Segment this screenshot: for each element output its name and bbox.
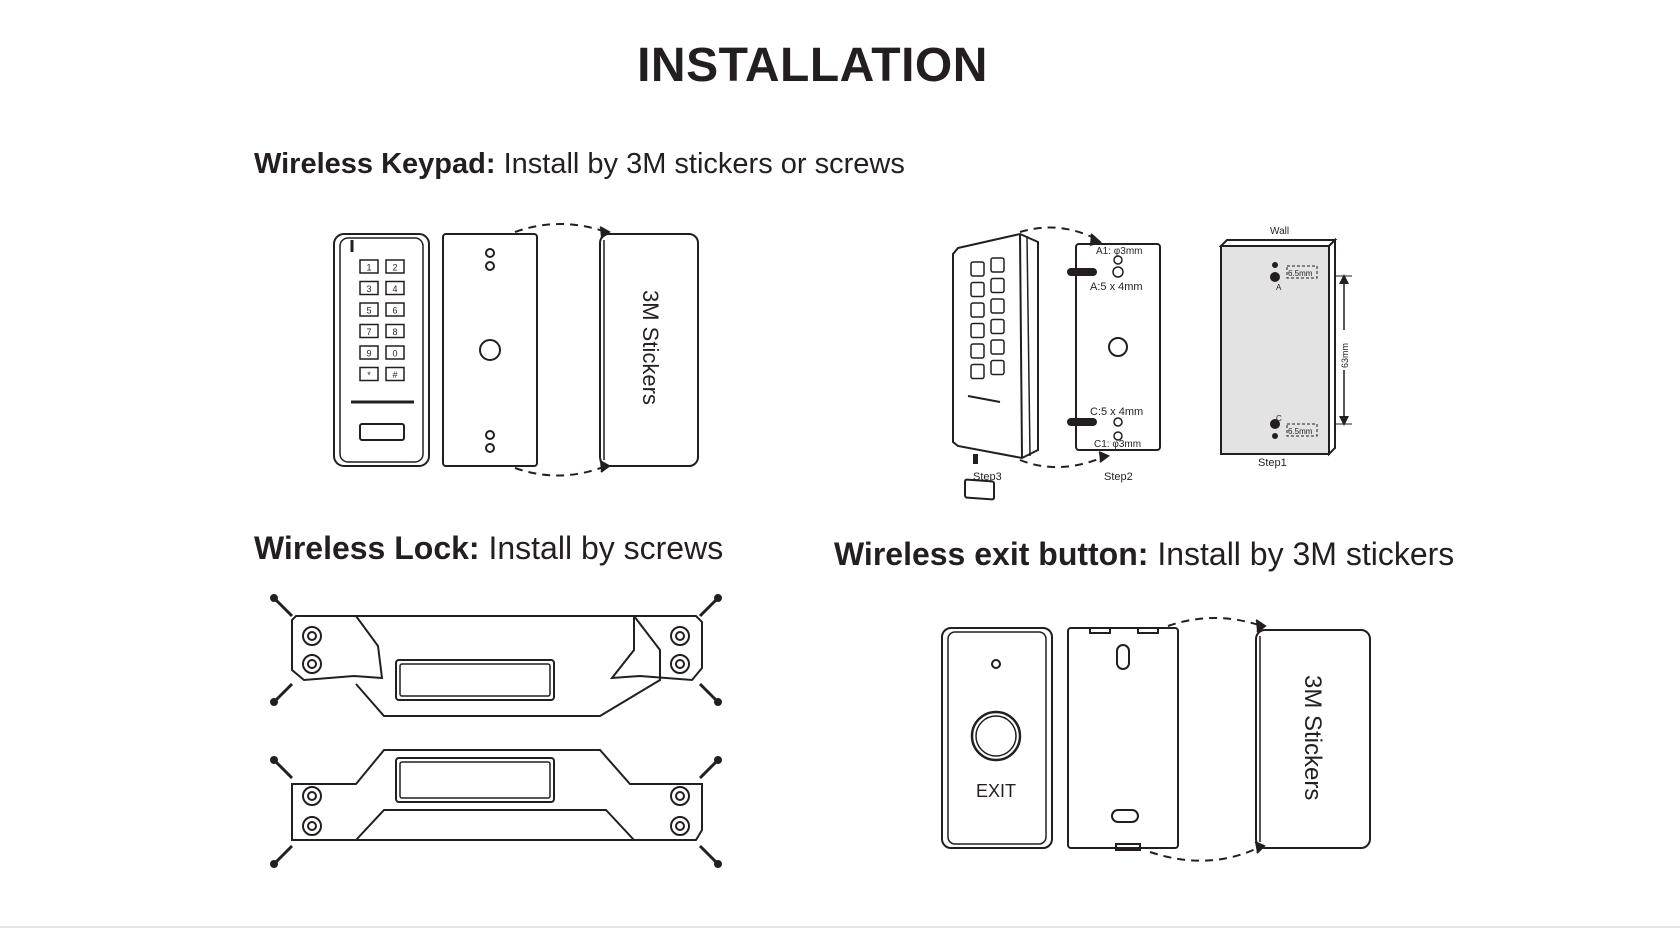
keypad-key-label: 9: [366, 349, 371, 359]
wall-plate: Wall 6.5mm 6.5mm A C 63mm Step1: [1218, 226, 1352, 469]
dim-63-label: 63mm: [1340, 343, 1350, 368]
angled-key-grid: [970, 257, 1005, 380]
exit-label: EXIT: [976, 781, 1016, 801]
exit-sticker-label: 3M Stickers: [1299, 675, 1326, 800]
wall-label: Wall: [1270, 226, 1289, 237]
angled-keypad-key: [990, 359, 1005, 376]
page-title: INSTALLATION: [637, 39, 988, 92]
keypad-key: [385, 280, 405, 296]
angled-keypad-key: [970, 322, 985, 339]
angled-keypad-key: [990, 339, 1005, 355]
angled-keypad-key: [970, 302, 985, 318]
keypad-heading-name: Wireless Keypad:: [254, 148, 496, 180]
keypad-key: [359, 259, 379, 274]
keypad-key-label: 3: [366, 284, 371, 294]
lock-bottom-illustration: [270, 749, 722, 868]
bottom-rule: [0, 926, 1680, 928]
keypad-key-label: *: [367, 370, 371, 380]
exit-heading-name: Wireless exit button:: [834, 536, 1149, 572]
step3-label: Step3: [973, 471, 1002, 483]
keypad-back-plate: [442, 233, 538, 467]
exit-heading-method: Install by 3M stickers: [1148, 536, 1455, 572]
angled-keypad-key: [970, 281, 985, 298]
keypad-key-label: 4: [392, 284, 397, 294]
keypad-sticker-arrow: [514, 223, 611, 477]
c1-label: C1: φ3mm: [1094, 439, 1141, 450]
screw-arrow: [1019, 226, 1110, 469]
keypad-key: [385, 323, 405, 339]
angled-keypad-key: [990, 298, 1005, 314]
keypad-heading-method: Install by 3M stickers or screws: [495, 148, 905, 180]
keypad-key-label: #: [392, 370, 397, 380]
c-label: C:5 x 4mm: [1090, 406, 1143, 418]
keypad-key: [385, 302, 405, 317]
a1-label: A1: φ3mm: [1096, 246, 1143, 257]
step1-label: Step1: [1258, 457, 1287, 469]
keypad-key: [359, 323, 379, 339]
keypad-key: [385, 259, 405, 274]
dim-top-label: 6.5mm: [1288, 269, 1313, 278]
keypad-key-label: 8: [392, 327, 397, 337]
keypad-key-grid: 1 2 3 4 5 6 7 8 9 0 * #: [359, 259, 405, 382]
lock-top-illustration: [270, 594, 722, 717]
angled-keypad-key: [990, 277, 1005, 294]
keypad-front-illustration: 1 2 3 4 5 6 7 8 9 0 * #: [333, 233, 430, 467]
keypad-key: [385, 366, 405, 382]
keypad-key-label: 5: [366, 306, 371, 316]
keypad-key: [385, 345, 405, 360]
keypad-key: [359, 280, 379, 296]
angled-keypad-key: [990, 318, 1005, 335]
angled-keypad-key: [970, 363, 985, 380]
angled-keypad-key: [990, 257, 1005, 273]
lock-heading-name: Wireless Lock:: [254, 530, 480, 566]
keypad-key-label: 2: [392, 263, 397, 273]
keypad-angled-illustration: Step3: [952, 232, 1039, 501]
lock-heading-method: Install by screws: [479, 530, 724, 566]
lock-heading: Wireless Lock: Install by screws: [254, 530, 723, 567]
keypad-key-label: 7: [366, 327, 371, 337]
keypad-key-label: 1: [366, 263, 371, 273]
dim-bottom-label: 6.5mm: [1288, 427, 1313, 436]
exit-button-front: EXIT: [941, 627, 1053, 849]
keypad-key: [359, 302, 379, 317]
keypad-key: [359, 345, 379, 360]
keypad-heading: Wireless Keypad: Install by 3M stickers …: [254, 148, 905, 181]
exit-sticker-pad: 3M Stickers: [1255, 629, 1371, 849]
keypad-key: [359, 366, 379, 382]
exit-heading: Wireless exit button: Install by 3M stic…: [834, 536, 1454, 573]
keypad-sticker-label: 3M Stickers: [638, 290, 663, 405]
exit-button-back-plate: [1067, 627, 1179, 851]
a-label: A:5 x 4mm: [1090, 281, 1143, 293]
point-a-label: A: [1276, 283, 1282, 292]
keypad-key-label: 6: [392, 306, 397, 316]
mount-plate: A1: φ3mm A:5 x 4mm C:5 x 4mm C1: φ3mm St…: [1067, 243, 1161, 483]
point-c-label: C: [1276, 414, 1282, 423]
step2-label: Step2: [1104, 471, 1133, 483]
angled-keypad-key: [970, 343, 985, 359]
angled-keypad-key: [970, 261, 985, 277]
keypad-key-label: 0: [392, 349, 397, 359]
keypad-sticker-pad: 3M Stickers: [599, 233, 699, 467]
exit-sticker-arrow: [1149, 617, 1267, 862]
